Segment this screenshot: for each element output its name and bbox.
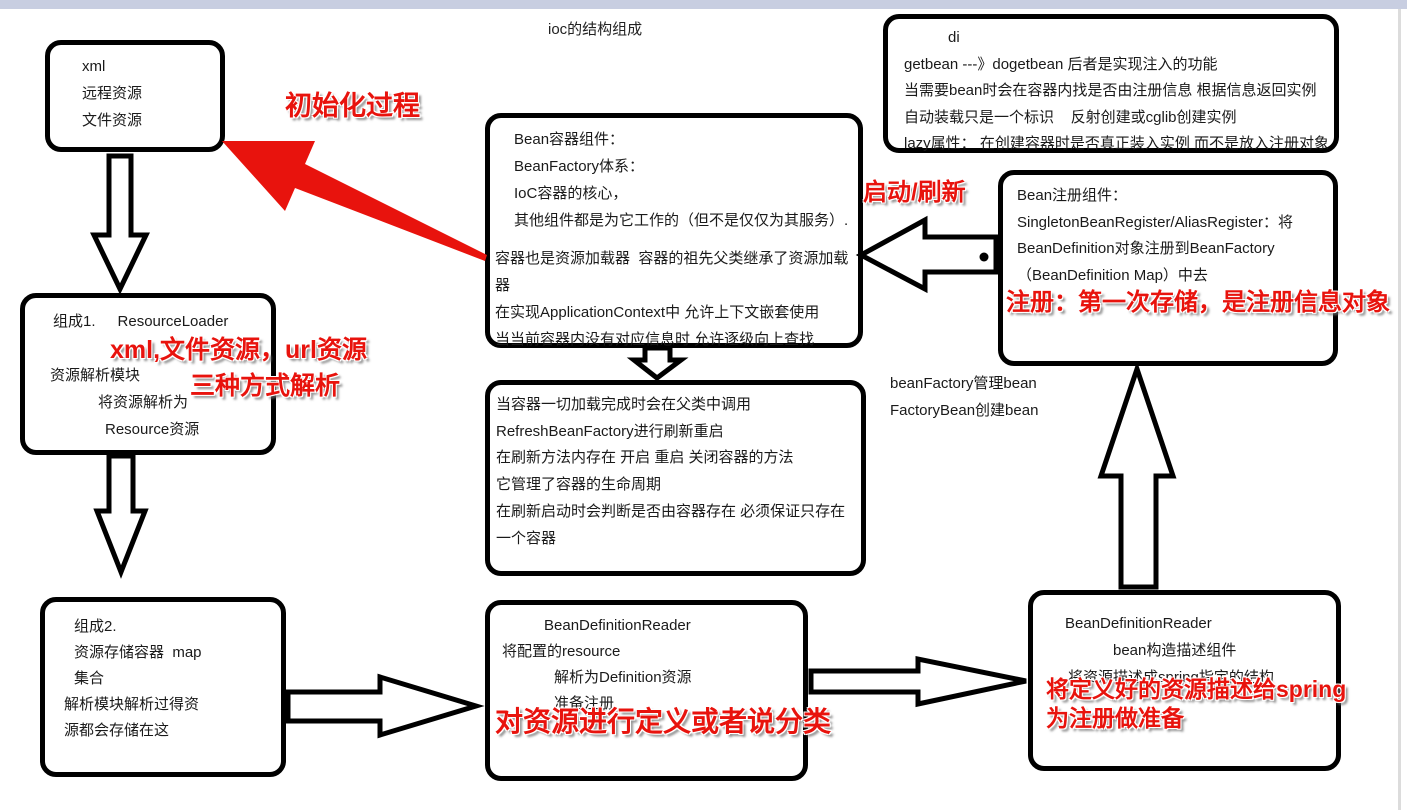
note-describe-line: 将定义好的资源描述给spring bbox=[1046, 676, 1347, 702]
window-top-bar bbox=[0, 0, 1407, 9]
node-xml-resources: xml 远程资源 文件资源 bbox=[45, 40, 225, 152]
arrow-reader-to-describe bbox=[808, 655, 1027, 708]
node-title: BeanDefinitionReader bbox=[1065, 615, 1212, 632]
node-di-getbean: di getbean ---》dogetbean 后者是实现注入的功能 当需要b… bbox=[883, 14, 1339, 153]
node-line: 将资源解析为 bbox=[98, 394, 189, 411]
note-describe-line: 为注册做准备 bbox=[1046, 705, 1184, 731]
node-bean-container: Bean容器组件： BeanFactory体系： IoC容器的核心， 其他组件都… bbox=[485, 113, 863, 348]
node-line: BeanFactory体系： bbox=[514, 158, 645, 175]
node-line: 当容器一切加载完成时会在父类中调用 bbox=[496, 396, 752, 413]
beanfactory-note-line: FactoryBean创建bean bbox=[890, 402, 1039, 419]
arrow-xml-to-comp1 bbox=[90, 153, 150, 295]
node-line: 在刷新启动时会判断是否由容器存在 必须保证只存在 bbox=[496, 502, 846, 520]
node-line: 其他组件都是为它工作的（但不是仅仅为其服务）. bbox=[514, 212, 849, 229]
node-bean-register: Bean注册组件： SingletonBeanRegister/AliasReg… bbox=[998, 170, 1338, 366]
beanfactory-note: beanFactory管理bean FactoryBean创建bean bbox=[890, 370, 1038, 424]
node-line: 资源解析模块 bbox=[50, 367, 141, 384]
node-line: 准备注册 bbox=[554, 695, 615, 712]
node-line: getbean ---》dogetbean 后者是实现注入的功能 bbox=[904, 55, 1218, 73]
red-arrow-init bbox=[222, 141, 487, 261]
node-line: di bbox=[948, 29, 960, 46]
node-line: Resource资源 bbox=[105, 421, 200, 438]
node-line: bean构造描述组件 bbox=[1113, 642, 1237, 659]
node-line: Bean注册组件： bbox=[1017, 187, 1128, 204]
note-register-meaning: 注册：第一次存储，是注册信息对象 bbox=[1006, 289, 1390, 316]
node-bean-describe: BeanDefinitionReader bean构造描述组件 将资源描述成sp… bbox=[1028, 590, 1341, 771]
node-comp1-resourceloader: 组成1. ResourceLoader 资源解析模块 将资源解析为 Resourc… bbox=[20, 293, 276, 455]
node-line: 将资源描述成spring指定的结构 bbox=[1068, 669, 1274, 686]
node-line: 文件资源 bbox=[82, 112, 143, 129]
node-line: 源都会存储在这 bbox=[64, 722, 170, 739]
node-line: 组成2. bbox=[74, 618, 117, 635]
note-resource-ways-2: 三种方式解析 bbox=[190, 372, 341, 400]
node-line: 资源存储容器 map bbox=[74, 644, 202, 661]
node-line: Bean容器组件： bbox=[514, 131, 625, 148]
note-start-refresh: 启动/刷新 bbox=[863, 179, 966, 206]
note-resource-ways-1: xml,文件资源，url资源 bbox=[110, 336, 367, 364]
note-classify: 对资源进行定义或者说分类 bbox=[495, 706, 832, 737]
arrow-describe-to-register bbox=[1097, 361, 1177, 590]
node-line: 组成1. ResourceLoader bbox=[25, 308, 265, 335]
node-line: 在实现ApplicationContext中 允许上下文嵌套使用 bbox=[495, 304, 820, 321]
comp1-title: ResourceLoader bbox=[117, 313, 229, 330]
node-line: 解析模块解析过得资 bbox=[64, 696, 200, 713]
node-line: 一个容器 bbox=[496, 529, 557, 547]
node-line: 当需要bean时会在容器内找是否由注册信息 根据信息返回实例 bbox=[904, 82, 1317, 99]
arrow-register-to-container bbox=[855, 215, 999, 294]
node-line: xml bbox=[82, 58, 106, 75]
node-line: SingletonBeanRegister/AliasRegister：将 bbox=[1017, 213, 1293, 231]
node-line: IoC容器的核心， bbox=[514, 185, 628, 202]
diagram-title: ioc的结构组成 bbox=[548, 21, 643, 38]
arrow-comp1-to-comp2 bbox=[93, 453, 149, 579]
note-describe: 将定义好的资源描述给spring 为注册做准备 bbox=[1046, 675, 1346, 733]
right-edge-strip bbox=[1398, 9, 1401, 810]
node-line: 当当前容器内没有对应信息时 允许逐级向上查找 bbox=[495, 331, 815, 348]
node-line: 容器也是资源加载器 容器的祖先父类继承了资源加载器 bbox=[495, 250, 849, 294]
beanfactory-note-line: beanFactory管理bean bbox=[890, 375, 1037, 392]
node-beandefinitionreader: BeanDefinitionReader 将配置的resource 解析为Def… bbox=[485, 600, 808, 781]
arrow-comp2-to-reader bbox=[285, 673, 485, 739]
node-line: 将配置的resource bbox=[502, 643, 621, 660]
node-comp2-storage: 组成2. 资源存储容器 map 集合 解析模块解析过得资 源都会存储在这 bbox=[40, 597, 286, 777]
node-line: （BeanDefinition Map）中去 bbox=[1017, 266, 1208, 284]
arrow-dot bbox=[979, 252, 989, 262]
node-line: 集合 bbox=[74, 670, 105, 687]
note-init-process: 初始化过程 bbox=[285, 91, 420, 121]
node-line: 自动装载只是一个标识 反射创建或cglib创建实例 bbox=[904, 108, 1237, 126]
node-line: 远程资源 bbox=[82, 85, 143, 102]
node-refresh-beanfactory: 当容器一切加载完成时会在父类中调用 RefreshBeanFactory进行刷新… bbox=[485, 380, 866, 576]
node-line: BeanDefinition对象注册到BeanFactory bbox=[1017, 240, 1275, 257]
node-title: BeanDefinitionReader bbox=[544, 617, 691, 634]
node-line: 它管理了容器的生命周期 bbox=[496, 476, 662, 494]
node-line: 在刷新方法内存在 开启 重启 关闭容器的方法 bbox=[496, 449, 794, 467]
node-line: 解析为Definition资源 bbox=[554, 669, 692, 686]
comp1-label: 组成1. bbox=[53, 313, 96, 330]
node-line: RefreshBeanFactory进行刷新重启 bbox=[496, 422, 724, 440]
node-line: lazy属性： 在创建容器时是否真正装入实例 而不是放入注册对象 bbox=[904, 135, 1330, 152]
